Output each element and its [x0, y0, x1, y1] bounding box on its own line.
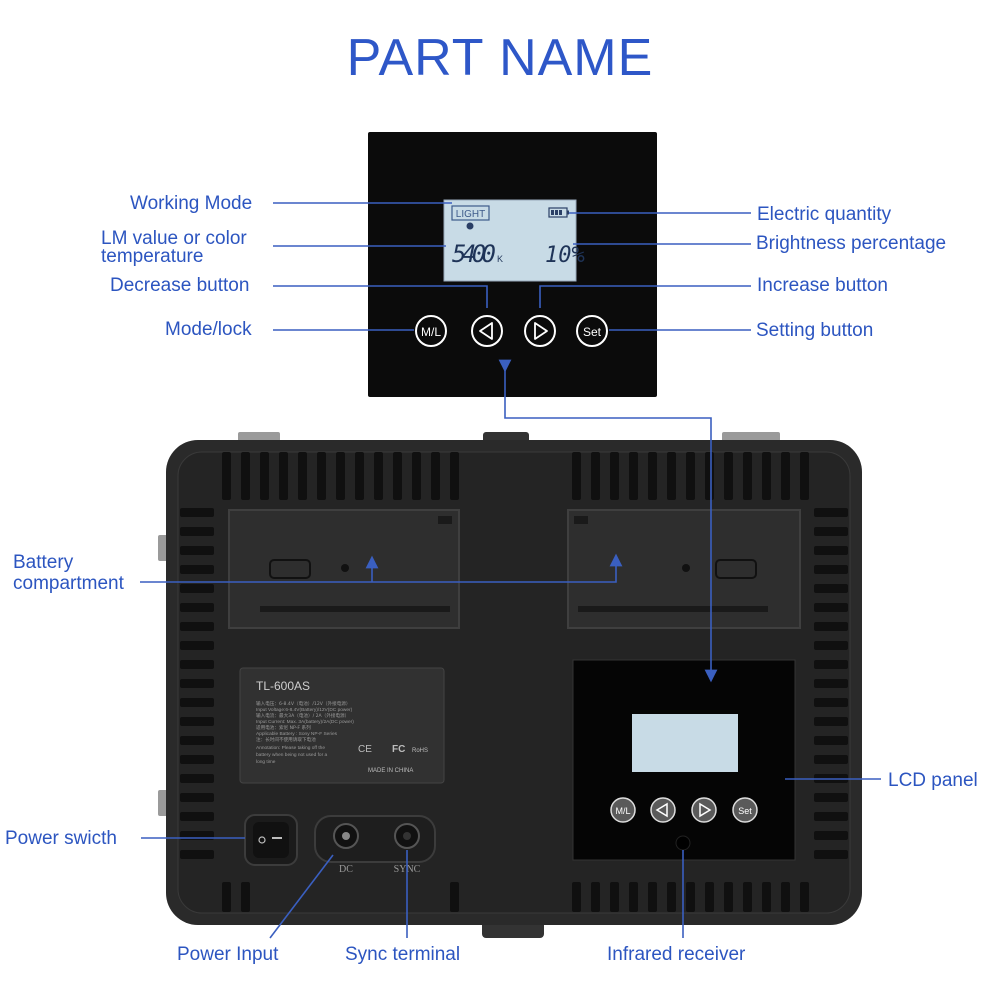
- device-setting-button[interactable]: Set: [732, 797, 758, 823]
- control-panel-closeup: LIGHT 5400 K 10% M/L Set: [368, 132, 657, 397]
- decrease-button[interactable]: [471, 315, 503, 347]
- increase-button[interactable]: [524, 315, 556, 347]
- svg-text:Set: Set: [738, 806, 752, 816]
- lcd-value-text: 5400: [452, 240, 496, 268]
- device-body: TL-600AS 输入电压：6-8.4V（电池）/12V（外接电源） Input…: [158, 432, 862, 938]
- dc-port[interactable]: [333, 823, 359, 849]
- mode-lock-button[interactable]: M/L: [415, 315, 447, 347]
- spec-line-0: 输入电压：6-8.4V（电池）/12V（外接电源）: [256, 700, 350, 707]
- svg-text:M/L: M/L: [615, 806, 630, 816]
- spec-line-8: battery when being not used for a: [256, 752, 328, 758]
- model-label-plate: TL-600AS 输入电压：6-8.4V（电池）/12V（外接电源） Input…: [239, 667, 445, 784]
- label-setting-button: Setting button: [756, 320, 874, 341]
- label-battery-line2: compartment: [13, 573, 124, 594]
- spec-line-5: Applicable Battery : Sony NP-F Series: [256, 731, 338, 737]
- label-lcd-panel: LCD panel: [888, 770, 978, 791]
- spec-line-3: Input Current: Max. 3A(battery)/2A(DC po…: [256, 719, 354, 725]
- svg-text:M/L: M/L: [421, 325, 441, 339]
- infrared-receiver-sensor: [675, 835, 691, 851]
- lcd-unit-text: K: [497, 254, 503, 264]
- label-lm-value-line1: LM value or color: [101, 228, 247, 249]
- label-mode-lock: Mode/lock: [165, 319, 252, 340]
- label-lm-value-line2: temperature: [101, 246, 204, 267]
- label-brightness-percentage: Brightness percentage: [756, 233, 947, 254]
- label-power-switch: Power swicth: [5, 828, 117, 849]
- label-electric-quantity: Electric quantity: [757, 204, 892, 225]
- fc-mark: FC: [392, 744, 405, 755]
- device-mode-lock-button[interactable]: M/L: [610, 797, 636, 823]
- spec-line-4: 适用电池：索尼 NP-F 系列: [256, 724, 311, 731]
- label-power-input: Power Input: [177, 944, 279, 965]
- label-battery-line1: Battery: [13, 552, 74, 573]
- spec-line-6: 注：长时间不使用请取下电池: [256, 736, 316, 743]
- sync-port[interactable]: [394, 823, 420, 849]
- battery-compartment-right: [567, 509, 801, 629]
- label-working-mode: Working Mode: [130, 193, 253, 214]
- left-triangle-icon: [479, 322, 493, 340]
- svg-text:Set: Set: [583, 325, 602, 339]
- right-triangle-icon: [534, 322, 548, 340]
- power-switch[interactable]: [244, 814, 298, 866]
- lcd-mode-text: LIGHT: [456, 209, 485, 220]
- spec-line-7: Annotation: Please taking off the: [256, 745, 325, 751]
- label-sync-terminal: Sync terminal: [345, 944, 461, 965]
- leader-lines: [140, 202, 881, 939]
- device-decrease-button[interactable]: [650, 797, 676, 823]
- spec-line-9: long time: [256, 759, 276, 765]
- label-decrease-button: Decrease button: [110, 275, 250, 296]
- rohs-mark: RoHS: [412, 748, 428, 754]
- ce-mark: CE: [358, 744, 372, 755]
- dc-label: DC: [339, 864, 353, 875]
- page-title: PART NAME: [346, 29, 654, 87]
- device-increase-button[interactable]: [691, 797, 717, 823]
- label-infrared-receiver: Infrared receiver: [607, 944, 746, 965]
- setting-button[interactable]: Set: [576, 315, 608, 347]
- label-increase-button: Increase button: [757, 275, 888, 296]
- device-lcd-panel: M/L Set: [572, 659, 796, 861]
- spec-line-2: 输入电流：最大3A（电池）/ 2A（外接电源）: [256, 712, 349, 719]
- model-name: TL-600AS: [256, 679, 310, 693]
- spec-line-1: Input Voltage:6-8.4V(Battery)/12V(DC pow…: [256, 707, 353, 713]
- battery-compartment-left: [228, 509, 460, 629]
- lcd-brightness-text: 10%: [545, 243, 585, 268]
- made-in-china: MADE IN CHINA: [368, 768, 413, 774]
